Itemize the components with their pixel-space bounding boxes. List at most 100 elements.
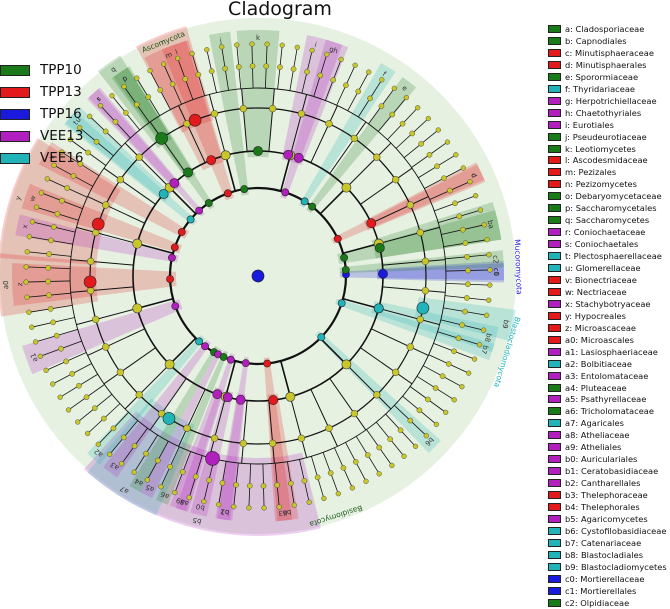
taxa-legend-swatch bbox=[548, 455, 561, 464]
phylum-label-mucoromycota: Mucoromycota bbox=[513, 239, 524, 295]
biomarker-node-u bbox=[158, 189, 169, 199]
clade-label-z: z bbox=[16, 282, 24, 286]
tree-node bbox=[169, 81, 176, 87]
tree-node bbox=[460, 226, 466, 233]
tree-node bbox=[206, 477, 212, 483]
tree-node bbox=[57, 394, 63, 400]
chart-title: Cladogram bbox=[228, 0, 332, 20]
biomarker-node-r bbox=[195, 206, 204, 215]
taxa-legend-label: o: Debaryomycetaceae bbox=[565, 191, 662, 202]
tree-node bbox=[145, 94, 152, 100]
taxa-legend-label: s: Coniochaetales bbox=[565, 239, 639, 250]
clade-label-p: p bbox=[121, 74, 130, 83]
tree-node bbox=[330, 77, 337, 83]
tree-node bbox=[459, 384, 465, 390]
taxa-legend-label: a0: Microascales bbox=[565, 334, 634, 345]
tree-node bbox=[85, 430, 91, 437]
inner-branch bbox=[124, 364, 170, 410]
taxa-legend-swatch bbox=[548, 264, 561, 272]
taxa-legend-item: a7: Agaricales bbox=[548, 417, 624, 429]
taxa-legend-swatch bbox=[548, 144, 561, 153]
tree-node bbox=[389, 462, 395, 469]
clade-label-b2: b2 bbox=[220, 507, 230, 516]
tree-node bbox=[86, 286, 95, 295]
group-legend-item: VEE13 bbox=[0, 128, 83, 144]
tree-node bbox=[285, 391, 296, 402]
tree-node bbox=[401, 453, 407, 459]
tree-node bbox=[219, 480, 226, 486]
taxa-legend-label: a1: Lasiosphaeriaceae bbox=[565, 346, 658, 357]
tree-node bbox=[304, 69, 310, 75]
clade-highlight-a0 bbox=[0, 253, 98, 317]
clade-label-a6: a6 bbox=[159, 489, 171, 500]
tree-node bbox=[350, 134, 359, 143]
taxa-legend-item: x: Stachybotryaceae bbox=[548, 298, 651, 310]
taxa-legend-swatch bbox=[548, 574, 561, 583]
clade-label-t: t bbox=[72, 119, 80, 126]
tree-node bbox=[379, 77, 385, 83]
tree-node bbox=[349, 485, 355, 491]
taxa-legend-item: b3: Thelephoraceae bbox=[548, 489, 648, 501]
taxa-legend-item: b4: Thelephorales bbox=[548, 501, 640, 513]
taxa-legend-item: s: Coniochaetales bbox=[548, 238, 638, 250]
tree-node bbox=[418, 141, 425, 147]
taxa-legend-item: c1: Mortierellales bbox=[548, 585, 636, 597]
tree-node bbox=[397, 427, 404, 434]
tree-node bbox=[63, 358, 69, 365]
inner-branch bbox=[103, 167, 156, 205]
tree-node bbox=[110, 425, 117, 432]
clade-label-a2: a2 bbox=[93, 447, 105, 459]
taxa-legend-swatch bbox=[548, 228, 561, 237]
clade-label-a3: a3 bbox=[109, 460, 121, 472]
taxa-legend-item: c: Minutisphaeraceae bbox=[548, 47, 654, 59]
inner-branch bbox=[76, 307, 138, 326]
tree-node bbox=[132, 303, 143, 314]
biomarker-node-a9 bbox=[212, 389, 223, 400]
clade-highlight-b7 bbox=[335, 298, 495, 361]
taxa-legend-item: h: Chaetothyriales bbox=[548, 107, 641, 119]
tree-node bbox=[102, 201, 110, 209]
tree-node bbox=[441, 175, 447, 182]
tree-node bbox=[376, 444, 383, 451]
tree-node bbox=[120, 434, 127, 441]
tree-node bbox=[439, 373, 446, 380]
tree-node bbox=[355, 88, 362, 95]
biomarker-node-p bbox=[183, 167, 194, 178]
taxa-legend-swatch bbox=[548, 383, 561, 392]
biomarker-node-i bbox=[283, 149, 294, 160]
biomarker-node-z bbox=[166, 275, 174, 283]
taxa-legend-item: a: Cladosporiaceae bbox=[548, 23, 644, 35]
tree-node bbox=[451, 397, 457, 403]
tree-node bbox=[37, 353, 43, 359]
tree-node bbox=[24, 249, 30, 255]
tree-node bbox=[416, 228, 424, 237]
tree-node bbox=[452, 200, 458, 207]
taxa-legend-swatch bbox=[548, 419, 561, 428]
biomarker-node-a7 bbox=[162, 412, 176, 425]
tree-node bbox=[51, 224, 57, 230]
tree-node bbox=[38, 190, 45, 196]
tree-node bbox=[263, 63, 270, 69]
clade-label-b5: b5 bbox=[192, 516, 203, 526]
biomarker-node-b1 bbox=[241, 359, 250, 368]
taxa-legend-item: n: Pezizomycetes bbox=[548, 178, 637, 190]
clade-highlight-a5 bbox=[140, 348, 223, 499]
group-legend-item: TPP16 bbox=[0, 106, 82, 122]
tree-node bbox=[297, 110, 306, 118]
biomarker-node-b6 bbox=[317, 333, 326, 342]
major-branch bbox=[342, 298, 379, 310]
tree-node bbox=[95, 441, 101, 447]
tree-node bbox=[291, 502, 297, 508]
taxa-legend-label: b3: Thelephoraceae bbox=[565, 490, 648, 501]
taxa-legend-swatch bbox=[548, 443, 561, 452]
tree-node bbox=[416, 407, 423, 414]
tree-node bbox=[335, 491, 341, 497]
group-legend-label: TPP16 bbox=[40, 106, 82, 122]
tree-node bbox=[175, 55, 181, 61]
group-legend-item: VEE16 bbox=[0, 150, 83, 166]
clade-highlight-b9 bbox=[414, 297, 516, 342]
tree-node bbox=[246, 483, 253, 489]
major-branch bbox=[137, 298, 174, 310]
taxa-legend-swatch bbox=[548, 586, 561, 595]
tree-node bbox=[134, 75, 140, 81]
